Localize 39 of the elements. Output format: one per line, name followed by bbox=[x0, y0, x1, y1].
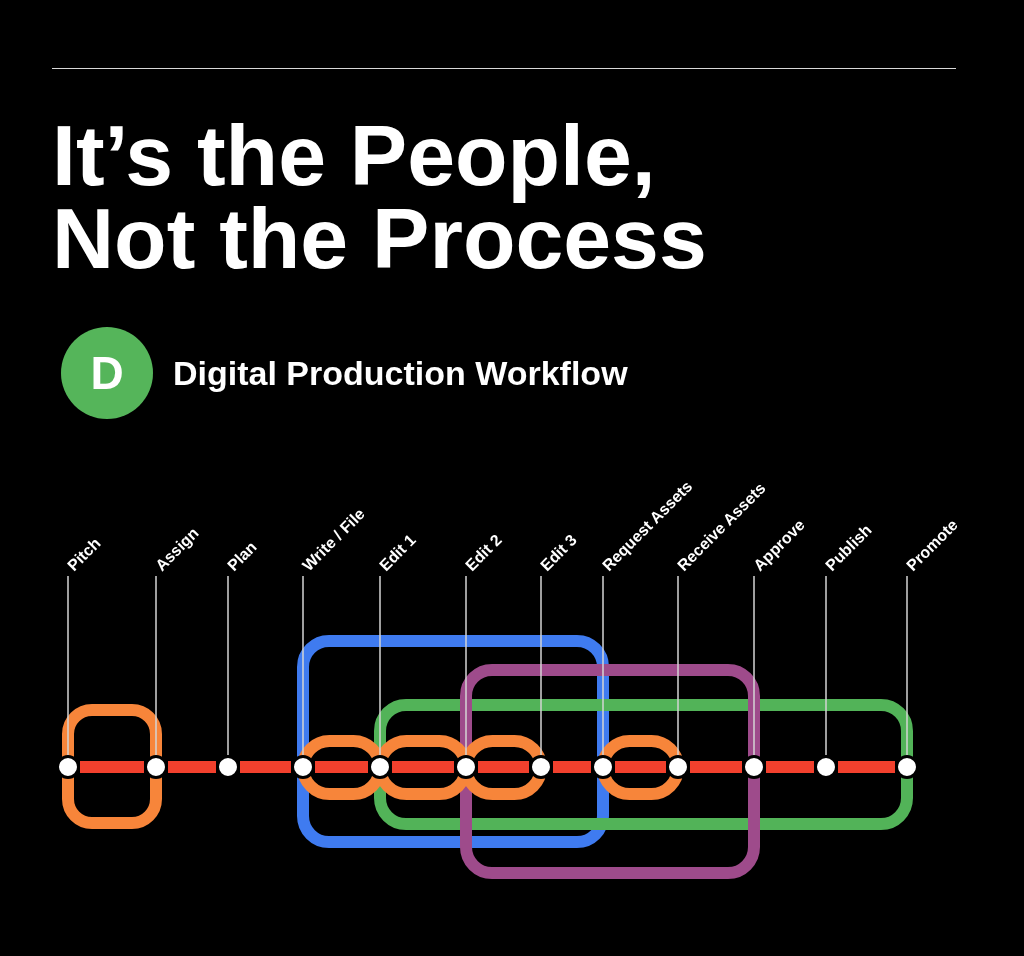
station-marker bbox=[56, 755, 80, 779]
route-badge: D bbox=[61, 327, 153, 419]
station-marker bbox=[454, 755, 478, 779]
station-marker bbox=[666, 755, 690, 779]
station-marker bbox=[291, 755, 315, 779]
route-line bbox=[392, 761, 454, 773]
leader-line bbox=[825, 575, 827, 756]
leader-line bbox=[227, 575, 229, 756]
leader-line bbox=[67, 575, 69, 756]
title: It’s the People, Not the Process bbox=[52, 114, 708, 280]
station-marker bbox=[144, 755, 168, 779]
station-label: Edit 1 bbox=[376, 531, 419, 574]
route-line bbox=[766, 761, 814, 773]
route-line bbox=[615, 761, 666, 773]
route-line bbox=[240, 761, 291, 773]
station-marker bbox=[591, 755, 615, 779]
station-marker bbox=[529, 755, 553, 779]
route-line bbox=[690, 761, 742, 773]
leader-line bbox=[155, 575, 157, 756]
leader-line bbox=[302, 575, 304, 756]
route-name: Digital Production Workflow bbox=[173, 356, 628, 390]
station-marker bbox=[368, 755, 392, 779]
route-line bbox=[80, 761, 144, 773]
leader-line bbox=[753, 575, 755, 756]
leader-line bbox=[540, 575, 542, 756]
station-label: Edit 2 bbox=[462, 531, 505, 574]
leader-line bbox=[379, 575, 381, 756]
leader-line bbox=[465, 575, 467, 756]
leader-line bbox=[602, 575, 604, 756]
route-line bbox=[478, 761, 529, 773]
route-line bbox=[168, 761, 216, 773]
station-marker bbox=[895, 755, 919, 779]
route-line bbox=[315, 761, 368, 773]
leader-line bbox=[677, 575, 679, 756]
leader-line bbox=[906, 575, 908, 756]
route-line bbox=[838, 761, 895, 773]
station-label: Edit 3 bbox=[537, 531, 580, 574]
station-marker bbox=[742, 755, 766, 779]
route-line bbox=[553, 761, 591, 773]
